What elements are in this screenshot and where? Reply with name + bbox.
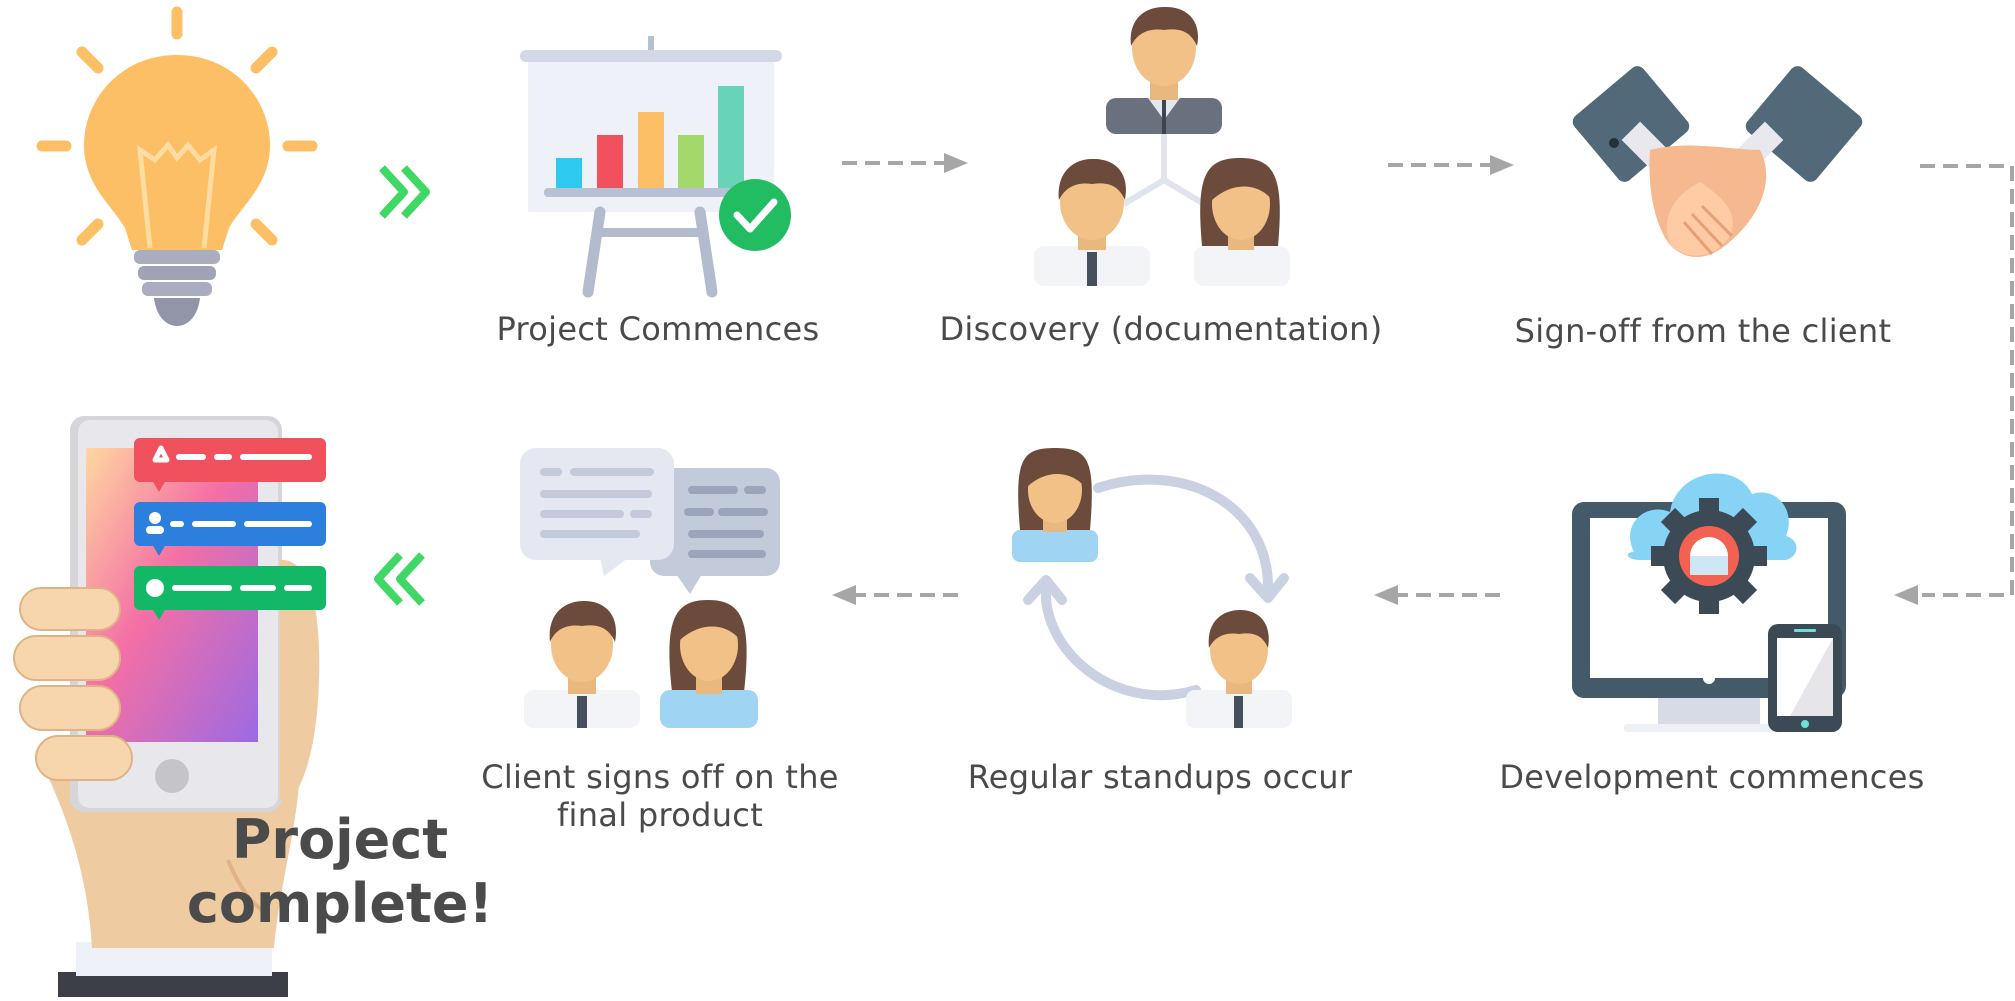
step-caption: Project Commences <box>496 310 820 348</box>
step-caption: Sign-off from the client <box>1514 312 1892 350</box>
team-hierarchy-icon <box>1034 6 1290 286</box>
chevron-left-icon <box>374 552 425 606</box>
step-caption: Discovery (documentation) <box>939 310 1383 348</box>
step-caption: Client signs off on the final product <box>481 758 839 834</box>
dashed-connector-down <box>1894 164 2014 605</box>
final-title-line2: complete! <box>186 872 494 935</box>
phone-in-hand-icon <box>13 416 326 1001</box>
dashed-arrow-right <box>842 153 968 173</box>
dashed-arrow-right <box>1388 155 1514 175</box>
handshake-icon <box>1572 66 1863 258</box>
chat-people-icon <box>520 448 780 728</box>
dashed-arrow-left <box>832 585 958 605</box>
presentation-board-icon <box>520 36 791 298</box>
chevron-right-icon <box>379 165 430 219</box>
lightbulb-icon <box>36 6 318 326</box>
step-caption: Regular standups occur <box>967 758 1353 796</box>
final-title-line1: Project <box>231 808 449 871</box>
final-title: Project complete! <box>170 808 510 936</box>
monitor-cloud-gear-icon <box>1572 473 1846 732</box>
cycle-people-icon <box>1012 448 1292 728</box>
step-caption: Development commences <box>1499 758 1925 796</box>
dashed-arrow-left <box>1374 585 1500 605</box>
